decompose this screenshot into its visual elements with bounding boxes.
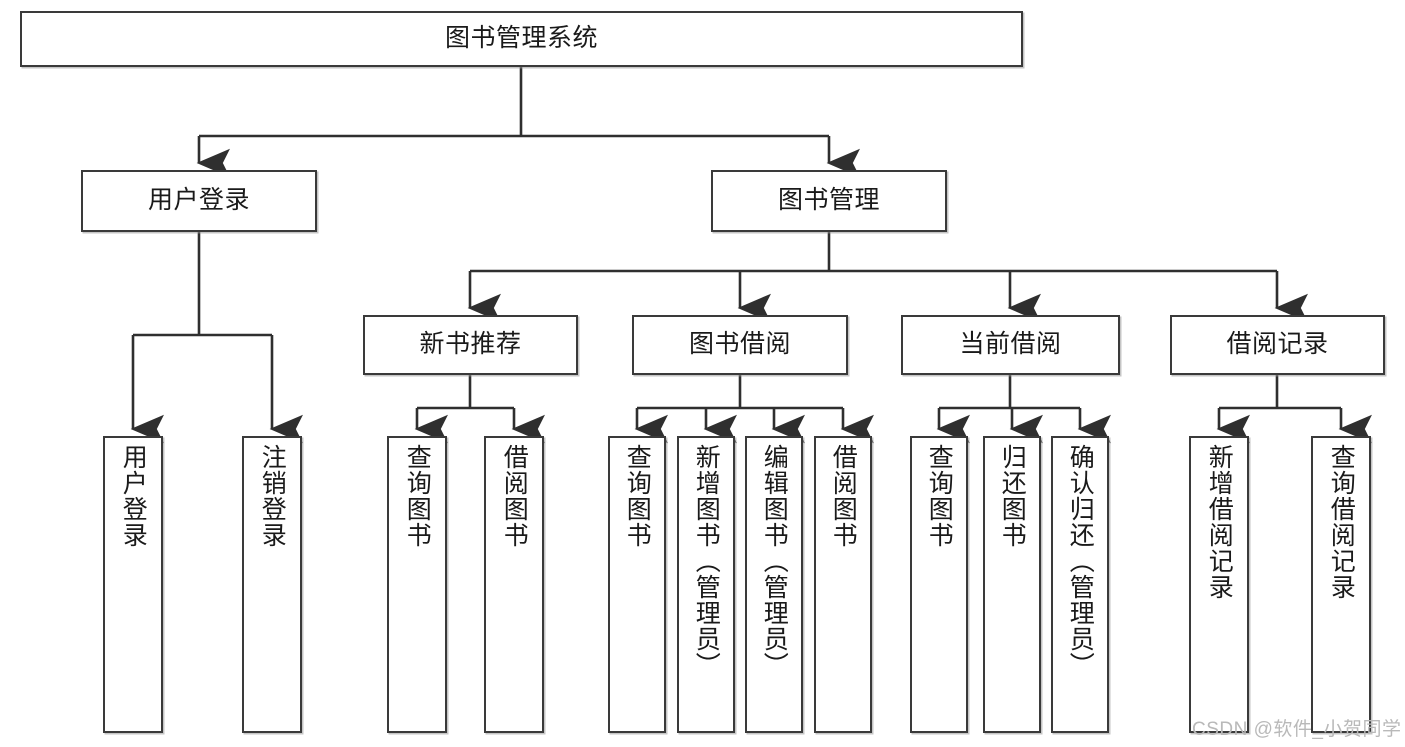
node-leaf-query-book-3-label: 查询图书 [925,444,954,548]
node-leaf-logout[interactable]: 注销登录 [242,436,302,733]
node-leaf-query-book-1-label: 查询图书 [403,444,432,548]
node-leaf-borrow-book-2-label: 借阅图书 [829,444,858,548]
node-book-manage-label: 图书管理 [777,186,880,215]
node-leaf-query-book-2[interactable]: 查询图书 [608,436,666,733]
node-borrow-record-label: 借阅记录 [1226,330,1329,359]
node-book-borrow[interactable]: 图书借阅 [632,315,848,375]
csdn-watermark: CSDN @软件_小贺同学 [1192,719,1402,740]
node-root[interactable]: 图书管理系统 [20,11,1023,67]
node-leaf-add-book-label: 新增图书（管理员） [692,444,721,678]
node-leaf-borrow-book-2[interactable]: 借阅图书 [814,436,872,733]
node-leaf-query-book-1[interactable]: 查询图书 [387,436,447,733]
node-leaf-confirm-return-label: 确认归还（管理员） [1066,444,1095,678]
node-leaf-user-login[interactable]: 用户登录 [103,436,163,733]
node-book-borrow-label: 图书借阅 [688,330,791,359]
node-leaf-query-book-2-label: 查询图书 [623,444,652,548]
node-leaf-query-record[interactable]: 查询借阅记录 [1311,436,1371,733]
node-leaf-borrow-book-1-label: 借阅图书 [500,444,529,548]
node-leaf-user-login-label: 用户登录 [119,444,148,548]
node-root-label: 图书管理系统 [444,24,598,53]
node-leaf-edit-book-label: 编辑图书（管理员） [760,444,789,678]
node-book-manage[interactable]: 图书管理 [711,170,947,232]
node-leaf-return-book-label: 归还图书 [998,444,1027,548]
node-current-borrow[interactable]: 当前借阅 [901,315,1120,375]
node-leaf-add-record[interactable]: 新增借阅记录 [1189,436,1249,733]
node-leaf-add-book[interactable]: 新增图书（管理员） [677,436,735,733]
node-leaf-confirm-return[interactable]: 确认归还（管理员） [1051,436,1109,733]
node-user-login-label: 用户登录 [147,186,250,215]
node-leaf-logout-label: 注销登录 [258,444,287,548]
node-new-book-rec[interactable]: 新书推荐 [363,315,578,375]
node-leaf-return-book[interactable]: 归还图书 [983,436,1041,733]
node-new-book-rec-label: 新书推荐 [419,330,522,359]
node-user-login[interactable]: 用户登录 [81,170,317,232]
node-leaf-edit-book[interactable]: 编辑图书（管理员） [745,436,803,733]
node-current-borrow-label: 当前借阅 [959,330,1062,359]
node-leaf-query-record-label: 查询借阅记录 [1327,444,1356,600]
node-leaf-query-book-3[interactable]: 查询图书 [910,436,968,733]
node-borrow-record[interactable]: 借阅记录 [1170,315,1385,375]
node-leaf-borrow-book-1[interactable]: 借阅图书 [484,436,544,733]
node-leaf-add-record-label: 新增借阅记录 [1205,444,1234,600]
